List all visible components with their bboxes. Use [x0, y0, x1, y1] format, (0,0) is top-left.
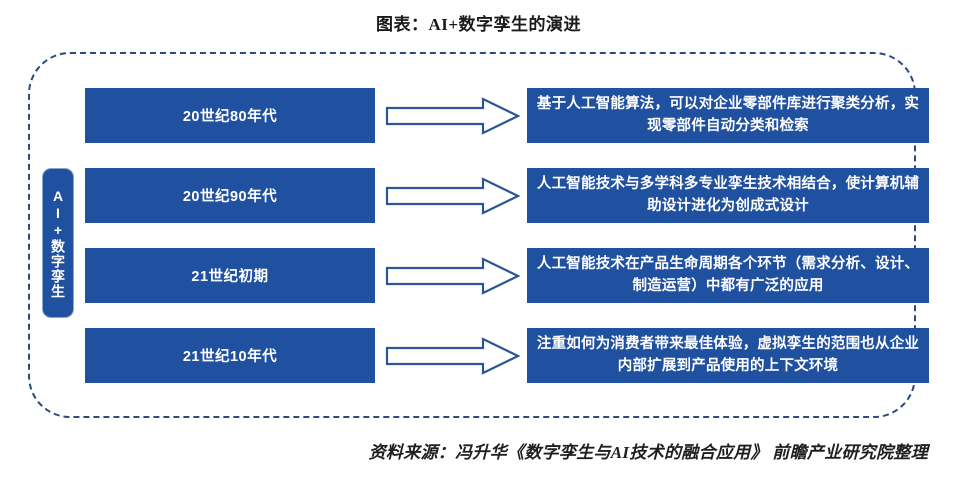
era-box: 20世纪90年代 [85, 168, 375, 223]
era-box: 21世纪初期 [85, 248, 375, 303]
era-box: 21世纪10年代 [85, 328, 375, 383]
description-box: 人工智能技术在产品生命周期各个环节（需求分析、设计、制造运营）中都有广泛的应用 [527, 248, 929, 303]
source-attribution: 资料来源：冯升华《数字孪生与AI技术的融合应用》 前瞻产业研究院整理 [368, 443, 928, 462]
right-arrow-icon [385, 177, 520, 215]
era-box: 20世纪80年代 [85, 88, 375, 143]
timeline-row: 21世纪初期 人工智能技术在产品生命周期各个环节（需求分析、设计、制造运营）中都… [0, 248, 957, 303]
description-box: 人工智能技术与多学科多专业孪生技术相结合，使计算机辅助设计进化为创成式设计 [527, 168, 929, 223]
right-arrow-icon [385, 257, 520, 295]
vertical-axis-label-text: AI+数字孪生 [50, 187, 66, 299]
page-title: 图表：AI+数字孪生的演进 [375, 15, 582, 34]
timeline-row: 21世纪10年代 注重如何为消费者带来最佳体验，虚拟孪生的范围也从企业内部扩展到… [0, 328, 957, 383]
timeline-row: 20世纪80年代 基于人工智能算法，可以对企业零部件库进行聚类分析，实现零部件自… [0, 88, 957, 143]
right-arrow-icon [385, 337, 520, 375]
description-box: 注重如何为消费者带来最佳体验，虚拟孪生的范围也从企业内部扩展到产品使用的上下文环… [527, 328, 929, 383]
right-arrow-icon [385, 97, 520, 135]
timeline-row: 20世纪90年代 人工智能技术与多学科多专业孪生技术相结合，使计算机辅助设计进化… [0, 168, 957, 223]
description-box: 基于人工智能算法，可以对企业零部件库进行聚类分析，实现零部件自动分类和检索 [527, 88, 929, 143]
vertical-axis-label-ai-digital-twin: AI+数字孪生 [42, 168, 74, 318]
